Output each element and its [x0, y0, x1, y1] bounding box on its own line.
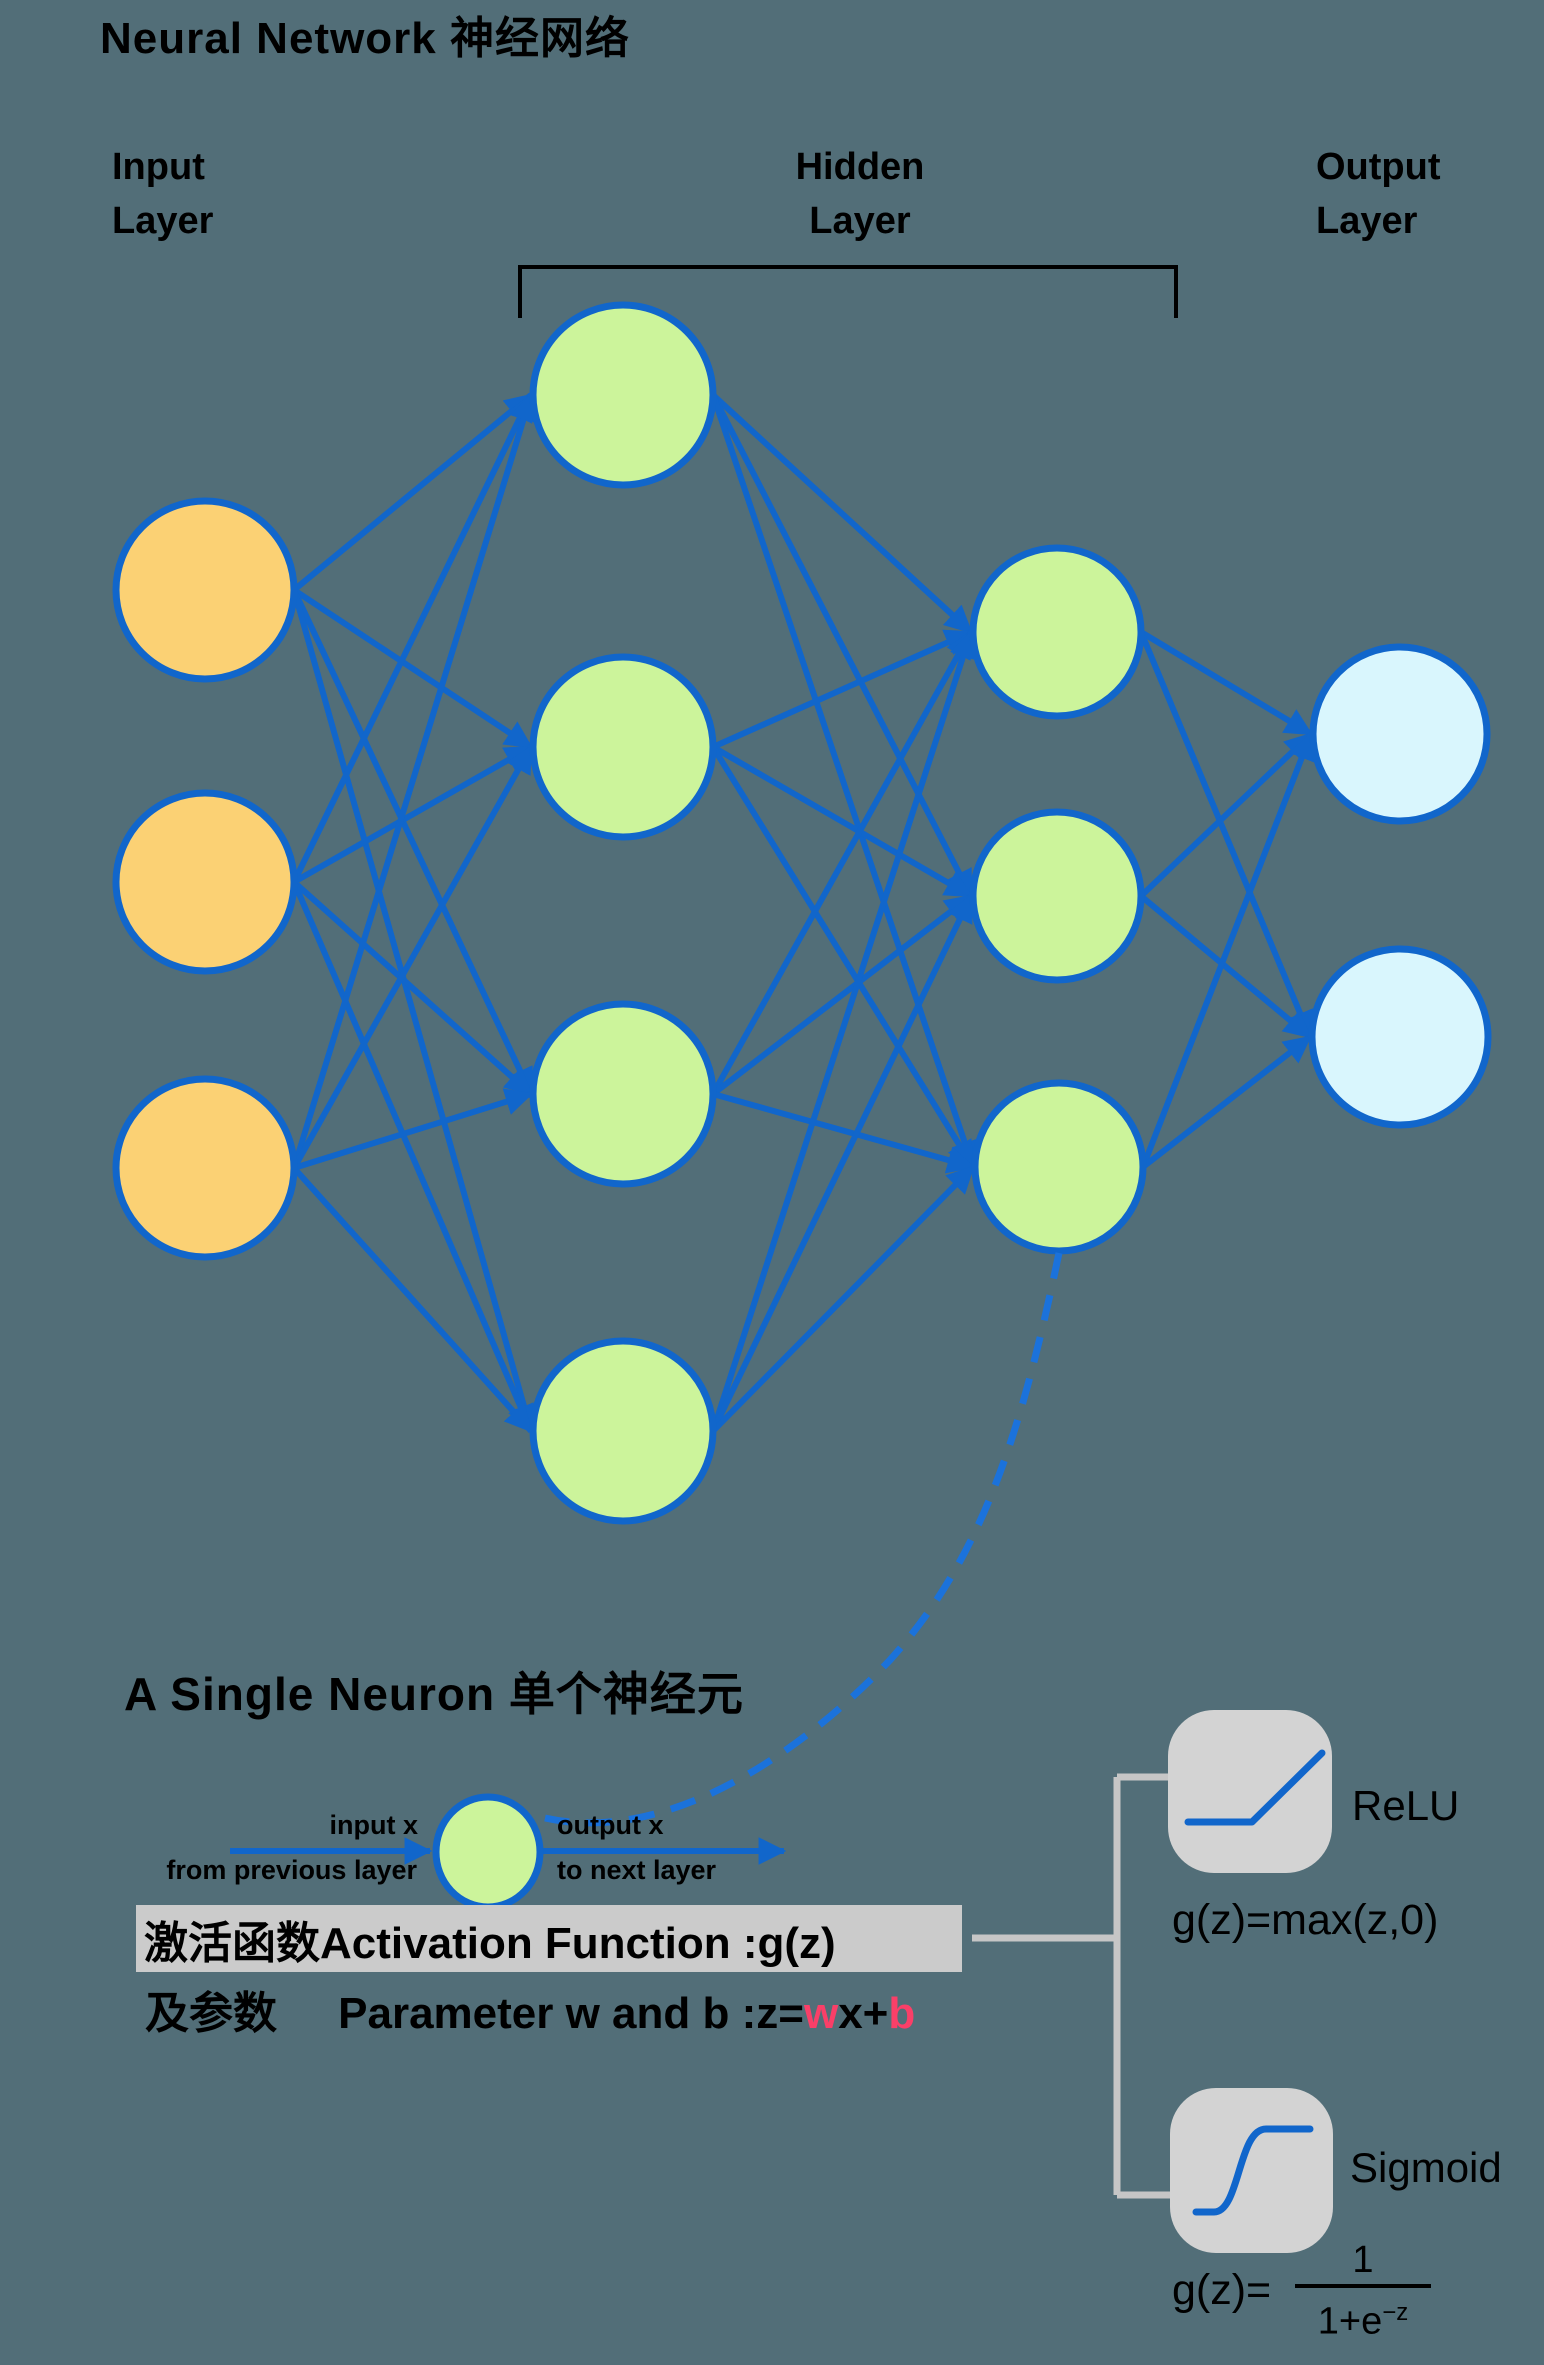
activation-connector-lines — [972, 1773, 1170, 2199]
edge-i2-h2 — [292, 744, 533, 885]
page-title: Neural Network 神经网络 — [100, 14, 630, 63]
edge-h1-g2 — [710, 393, 974, 898]
sigmoid-card — [1170, 2088, 1333, 2253]
sigmoid-curve-icon — [1192, 2125, 1314, 2216]
output-layer-label-line2: Layer — [1316, 200, 1418, 242]
edge-g2-o2 — [1139, 893, 1312, 1040]
edge-i2-h4 — [291, 880, 534, 1433]
edge-i1-h2 — [292, 587, 533, 750]
parameter-line: 及参数 Parameter w and b :z=wx+b — [145, 1977, 915, 2041]
relu-curve-icon — [1184, 1749, 1326, 1826]
relu-formula: g(z)=max(z,0) — [1172, 1896, 1439, 1944]
node-i1 — [112, 497, 298, 683]
single-neuron-node — [432, 1793, 544, 1911]
edge-h3-g3 — [712, 1091, 976, 1174]
edge-g3-o1 — [1140, 731, 1315, 1169]
parameter-prefix: 及参数 Parameter w and b :z= — [145, 1989, 804, 2038]
node-o1 — [1309, 643, 1491, 825]
hidden-layer-bracket — [518, 265, 1178, 318]
neuron-input-label-bottom: from previous layer — [166, 1855, 417, 1885]
sigmoid-formula-lhs: g(z)= — [1172, 2266, 1272, 2314]
node-g2 — [969, 808, 1145, 984]
edge-i3-h3 — [293, 1088, 534, 1171]
node-g1 — [969, 544, 1145, 720]
nodes-layer — [112, 301, 1492, 1525]
node-i3 — [112, 1075, 298, 1261]
parameter-b: b — [888, 1989, 916, 2038]
edge-g1-o2 — [1138, 630, 1313, 1039]
sigmoid-den-exponent: −z — [1382, 2299, 1409, 2326]
node-h1 — [529, 301, 717, 489]
edge-g2-o1 — [1138, 731, 1314, 899]
input-layer-label: Input Layer — [112, 140, 213, 248]
zoom-dashed-curve — [544, 1252, 1063, 1827]
node-i2 — [112, 789, 298, 975]
edge-i2-h3 — [291, 879, 534, 1097]
input-layer-label-line1: Input — [112, 146, 205, 188]
sigmoid-den-base: 1+e — [1317, 2300, 1383, 2343]
edge-h1-g3 — [710, 394, 978, 1170]
hidden-layer-label: Hidden Layer — [710, 140, 1010, 248]
node-o2 — [1308, 945, 1492, 1129]
sigmoid-numerator: 1 — [1352, 2239, 1374, 2281]
relu-card — [1168, 1710, 1332, 1873]
relu-label: ReLU — [1352, 1782, 1460, 1829]
edge-h2-g3 — [710, 745, 976, 1169]
edge-i3-h4 — [291, 1165, 534, 1434]
hidden-layer-label-line2: Layer — [809, 200, 911, 242]
edge-g3-o2 — [1141, 1034, 1312, 1170]
neuron-output-label-bottom: to next layer — [557, 1855, 717, 1885]
output-layer-label-line1: Output — [1316, 146, 1441, 188]
edges-layer — [291, 392, 1315, 1434]
edge-h1-g1 — [710, 392, 974, 635]
single-neuron-heading: A Single Neuron 单个神经元 — [124, 1668, 744, 1720]
edge-i1-h1 — [292, 392, 533, 593]
edge-h4-g1 — [710, 629, 977, 1432]
node-h4 — [529, 1337, 717, 1525]
parameter-w: w — [803, 1989, 839, 2038]
activation-function-text: 激活函数Activation Function :g(z) — [144, 1918, 836, 1968]
node-h3 — [529, 1000, 717, 1188]
edge-h4-g2 — [710, 894, 974, 1433]
node-g3 — [971, 1079, 1147, 1255]
edge-i2-h1 — [291, 393, 534, 884]
edge-h2-g1 — [711, 629, 973, 750]
parameter-mid: x+ — [838, 1989, 889, 2038]
edge-i3-h2 — [291, 745, 534, 1170]
sigmoid-denominator: 1+e−z — [1295, 2290, 1431, 2345]
input-layer-label-line2: Layer — [112, 200, 214, 242]
edge-g1-o1 — [1139, 629, 1313, 737]
node-h2 — [529, 653, 717, 841]
sigmoid-label: Sigmoid — [1350, 2144, 1502, 2191]
edge-i1-h4 — [291, 589, 538, 1434]
edge-h4-g3 — [710, 1164, 976, 1434]
edge-i1-h3 — [291, 588, 534, 1096]
neuron-input-label-top: input x — [329, 1810, 419, 1840]
edge-h3-g2 — [711, 893, 973, 1097]
fraction-bar — [1295, 2284, 1431, 2288]
edge-h3-g1 — [710, 630, 974, 1096]
hidden-layer-label-line1: Hidden — [795, 146, 925, 188]
output-layer-label: Output Layer — [1316, 140, 1441, 248]
neuron-output-label-top: output x — [557, 1810, 664, 1840]
sigmoid-formula-fraction: 1 1+e−z — [1295, 2238, 1431, 2345]
activation-function-highlight: 激活函数Activation Function :g(z) — [136, 1905, 962, 1972]
edge-i3-h1 — [291, 392, 537, 1169]
edge-h2-g2 — [711, 744, 973, 899]
